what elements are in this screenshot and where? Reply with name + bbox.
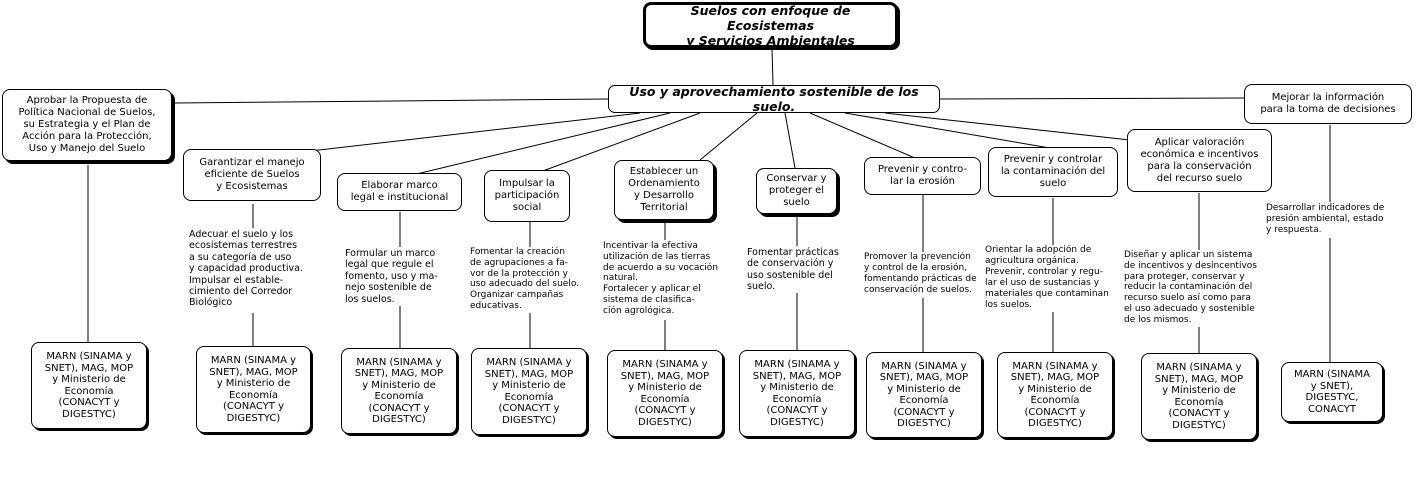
org-box-participacion: MARN (SINAMA y SNET), MAG, MOP y Ministe… xyxy=(471,348,587,435)
branch-title-contaminacion: Prevenir y controlar la contaminación de… xyxy=(988,147,1118,197)
branch-text-ordenamiento: Incentivar la efectiva utilización de la… xyxy=(603,241,733,317)
branch-title-participacion: Impulsar la participación social xyxy=(484,170,570,222)
branch-title-conservar: Conservar y proteger el suelo xyxy=(756,168,837,214)
branch-text-erosion: Promover la prevención y control de la e… xyxy=(864,252,988,296)
branch-text-contaminacion: Orientar la adopción de agricultura orgá… xyxy=(985,245,1121,311)
branch-title-politica: Aprobar la Propuesta de Política Naciona… xyxy=(2,89,172,161)
org-box-contaminacion: MARN (SINAMA y SNET), MAG, MOP y Ministe… xyxy=(997,352,1113,438)
branch-title-erosion: Prevenir y contro- lar la erosión xyxy=(864,157,981,195)
org-box-informacion: MARN (SINAMA y SNET), DIGESTYC, CONACYT xyxy=(1281,362,1383,422)
branch-title-label: Prevenir y controlar la contaminación de… xyxy=(1000,154,1106,189)
branch-text-manejo: Adecuar el suelo y los ecosistemas terre… xyxy=(189,229,329,309)
root-topic: Suelos con enfoque de Ecosistemas y Serv… xyxy=(643,2,898,48)
branch-title-marco-legal: Elaborar marco legal e institucional xyxy=(337,173,462,211)
branch-title-manejo: Garantizar el manejo eficiente de Suelos… xyxy=(183,149,321,201)
branch-title-ordenamiento: Establecer un Ordenamiento y Desarrollo … xyxy=(614,160,714,220)
branch-text-participacion: Fomentar la creación de agrupaciones a f… xyxy=(470,247,595,312)
org-box-marco-legal: MARN (SINAMA y SNET), MAG, MOP y Ministe… xyxy=(341,348,457,434)
branch-text-marco-legal: Formular un marco legal que regule el fo… xyxy=(345,248,460,306)
branch-text-conservar: Fomentar prácticas de conservación y uso… xyxy=(747,247,847,293)
branch-text-valoracion: Diseñar y aplicar un sistema de incentiv… xyxy=(1124,250,1276,326)
branch-title-label: Aplicar valoración económica e incentivo… xyxy=(1140,136,1259,184)
org-box-erosion: MARN (SINAMA y SNET), MAG, MOP y Ministe… xyxy=(866,352,982,438)
branch-title-informacion: Mejorar la información para la toma de d… xyxy=(1244,84,1412,124)
branch-title-label: Establecer un Ordenamiento y Desarrollo … xyxy=(628,166,700,213)
org-box-conservar: MARN (SINAMA y SNET), MAG, MOP y Ministe… xyxy=(739,350,855,437)
branch-title-label: Aprobar la Propuesta de Política Naciona… xyxy=(18,95,156,154)
main-topic: Uso y aprovechamiento sostenible de los … xyxy=(608,84,940,114)
org-box-ordenamiento: MARN (SINAMA y SNET), MAG, MOP y Ministe… xyxy=(607,350,723,437)
branch-title-valoracion: Aplicar valoración económica e incentivo… xyxy=(1127,129,1272,192)
branch-title-label: Elaborar marco legal e institucional xyxy=(350,180,449,203)
main-topic-label: Uso y aprovechamiento sostenible de los … xyxy=(629,84,919,114)
org-box-politica: MARN (SINAMA y SNET), MAG, MOP y Ministe… xyxy=(31,342,147,429)
org-box-manejo: MARN (SINAMA y SNET), MAG, MOP y Ministe… xyxy=(196,346,311,433)
branch-title-label: Impulsar la participación social xyxy=(494,178,560,213)
branch-title-label: Conservar y proteger el suelo xyxy=(766,173,827,208)
branch-title-label: Prevenir y contro- lar la erosión xyxy=(877,164,968,187)
branch-text-informacion: Desarrollar indicadores de presión ambie… xyxy=(1266,203,1401,236)
branch-title-label: Garantizar el manejo eficiente de Suelos… xyxy=(199,157,305,192)
root-topic-label: Suelos con enfoque de Ecosistemas y Serv… xyxy=(686,2,855,48)
branch-title-label: Mejorar la información para la toma de d… xyxy=(1260,92,1396,115)
org-box-valoracion: MARN (SINAMA y SNET), MAG, MOP y Ministe… xyxy=(1141,353,1257,440)
